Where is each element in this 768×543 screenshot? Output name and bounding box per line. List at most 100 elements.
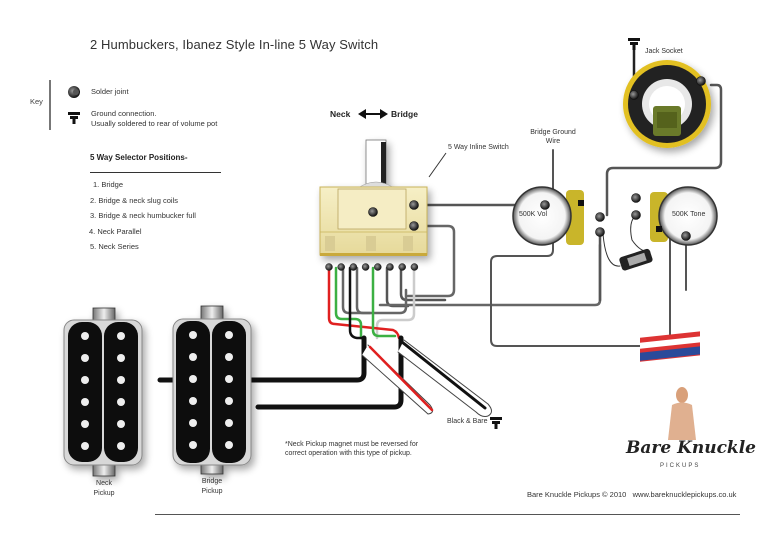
switch-lug [337, 263, 345, 271]
wire-green-1 [334, 266, 363, 340]
tone-pot [650, 186, 718, 246]
selector-position: 3. Bridge & neck humbucker full [90, 211, 196, 220]
solder-joint [595, 212, 605, 222]
wire-red-diag [368, 345, 434, 412]
capacitor [619, 248, 653, 271]
solder-joint-key-icon [68, 86, 80, 98]
pole-piece [189, 331, 197, 339]
solder-joint [681, 231, 691, 241]
pole-piece [81, 398, 89, 406]
pole-piece [81, 354, 89, 362]
solder-joint [540, 200, 550, 210]
solder-joint [595, 227, 605, 237]
bridge-pickup-label-1: Bridge [201, 478, 223, 485]
wire-red [327, 266, 401, 340]
key-label: Key [30, 97, 43, 106]
bridge-pickup-label-2: Pickup [201, 488, 223, 495]
cable-sleeve-2 [361, 344, 434, 415]
selector-position: 2. Bridge & neck slug coils [90, 196, 178, 205]
switch-leader-line [428, 152, 447, 178]
pole-piece [81, 420, 89, 428]
volume-pot-label: 500K Vol [519, 211, 548, 218]
wire-green-2 [371, 266, 397, 338]
ground-symbol-jack [628, 38, 640, 50]
switch-lug [325, 263, 333, 271]
solder-joints [368, 76, 706, 241]
jack-socket [623, 60, 711, 148]
brand-mascot [640, 331, 700, 440]
tone-pot-label: 500K Tone [672, 211, 706, 218]
footer-copyright: Bare Knuckle Pickups © 2010 [527, 490, 627, 499]
solder-joint [629, 90, 639, 100]
solder-joint [409, 200, 419, 210]
switch-lug [374, 263, 382, 271]
neck-direction-label: Neck [330, 109, 351, 119]
capacitor-lead-1 [602, 233, 621, 267]
selector-divider [90, 172, 221, 173]
double-arrow-icon [358, 109, 388, 119]
solder-joint [631, 210, 641, 220]
switch-lug [361, 263, 370, 271]
switch-lug [398, 263, 406, 271]
solder-joint [696, 76, 706, 86]
neck-pickup-note: *Neck Pickup magnet must be reversed for… [285, 441, 419, 457]
pole-piece [81, 442, 89, 450]
brand-subtitle: PICKUPS [660, 463, 701, 469]
neck-pickup-label-1: Neck [96, 480, 112, 487]
bridge-ground-label-1: Bridge Ground [530, 129, 576, 136]
wire-bridge-ground [490, 149, 671, 347]
ground-lead-label: Black & Bare [447, 418, 488, 425]
pole-piece [225, 397, 233, 405]
ground-symbol-key [68, 112, 80, 124]
key-ground-text-1: Ground connection. [91, 109, 157, 118]
solder-joint [368, 207, 378, 217]
jack-socket-label: Jack Socket [645, 48, 683, 55]
switch-label: 5 Way Inline Switch [448, 144, 509, 151]
pole-piece [225, 331, 233, 339]
selector-position: 4. Neck Parallel [89, 227, 142, 236]
ground-symbol-lead [490, 417, 502, 429]
pole-piece [117, 442, 125, 450]
pole-piece [189, 419, 197, 427]
pole-piece [81, 332, 89, 340]
brand-name: Bare Knuckle [626, 438, 756, 458]
lead-bridge-pickup-2 [255, 335, 404, 410]
neck-pickup-label-2: Pickup [93, 490, 115, 497]
switch-lug [349, 263, 358, 271]
selector-position: 1. Bridge [93, 180, 124, 189]
pole-piece [189, 397, 197, 405]
switch-lug [386, 263, 394, 271]
pole-piece [189, 375, 197, 383]
wire-jack-to-pot [605, 83, 723, 217]
lead-neck-pickup [157, 335, 367, 383]
neck-pickup [63, 307, 143, 477]
pole-piece [117, 420, 125, 428]
bridge-ground-label-2: Wire [545, 138, 561, 145]
wire-black-switch [348, 266, 364, 340]
page-title: 2 Humbuckers, Ibanez Style In-line 5 Way… [90, 37, 379, 52]
wire-white [375, 266, 416, 340]
solder-joint [631, 193, 641, 203]
pole-piece [117, 354, 125, 362]
selector-position: 5. Neck Series [90, 242, 139, 251]
pole-piece [81, 376, 89, 384]
footer-url[interactable]: www.bareknucklepickups.co.uk [632, 490, 737, 499]
pole-piece [189, 353, 197, 361]
selector-title: 5 Way Selector Positions- [90, 153, 188, 162]
five-way-switch [319, 139, 428, 256]
bridge-pickup [172, 305, 252, 475]
pole-piece [189, 441, 197, 449]
wire-black-diag [400, 340, 487, 410]
pole-piece [225, 353, 233, 361]
pole-piece [117, 398, 125, 406]
switch-lugs [325, 263, 419, 271]
volume-pot [512, 186, 584, 246]
solder-joint [409, 221, 419, 231]
footer: Bare Knuckle Pickups © 2010 www.bareknuc… [527, 490, 736, 499]
pole-pieces [81, 331, 233, 450]
wire-grey-3 [355, 266, 408, 315]
key-solder-joint-text: Solder joint [91, 87, 129, 96]
switch-lug [410, 263, 419, 271]
pole-piece [225, 441, 233, 449]
